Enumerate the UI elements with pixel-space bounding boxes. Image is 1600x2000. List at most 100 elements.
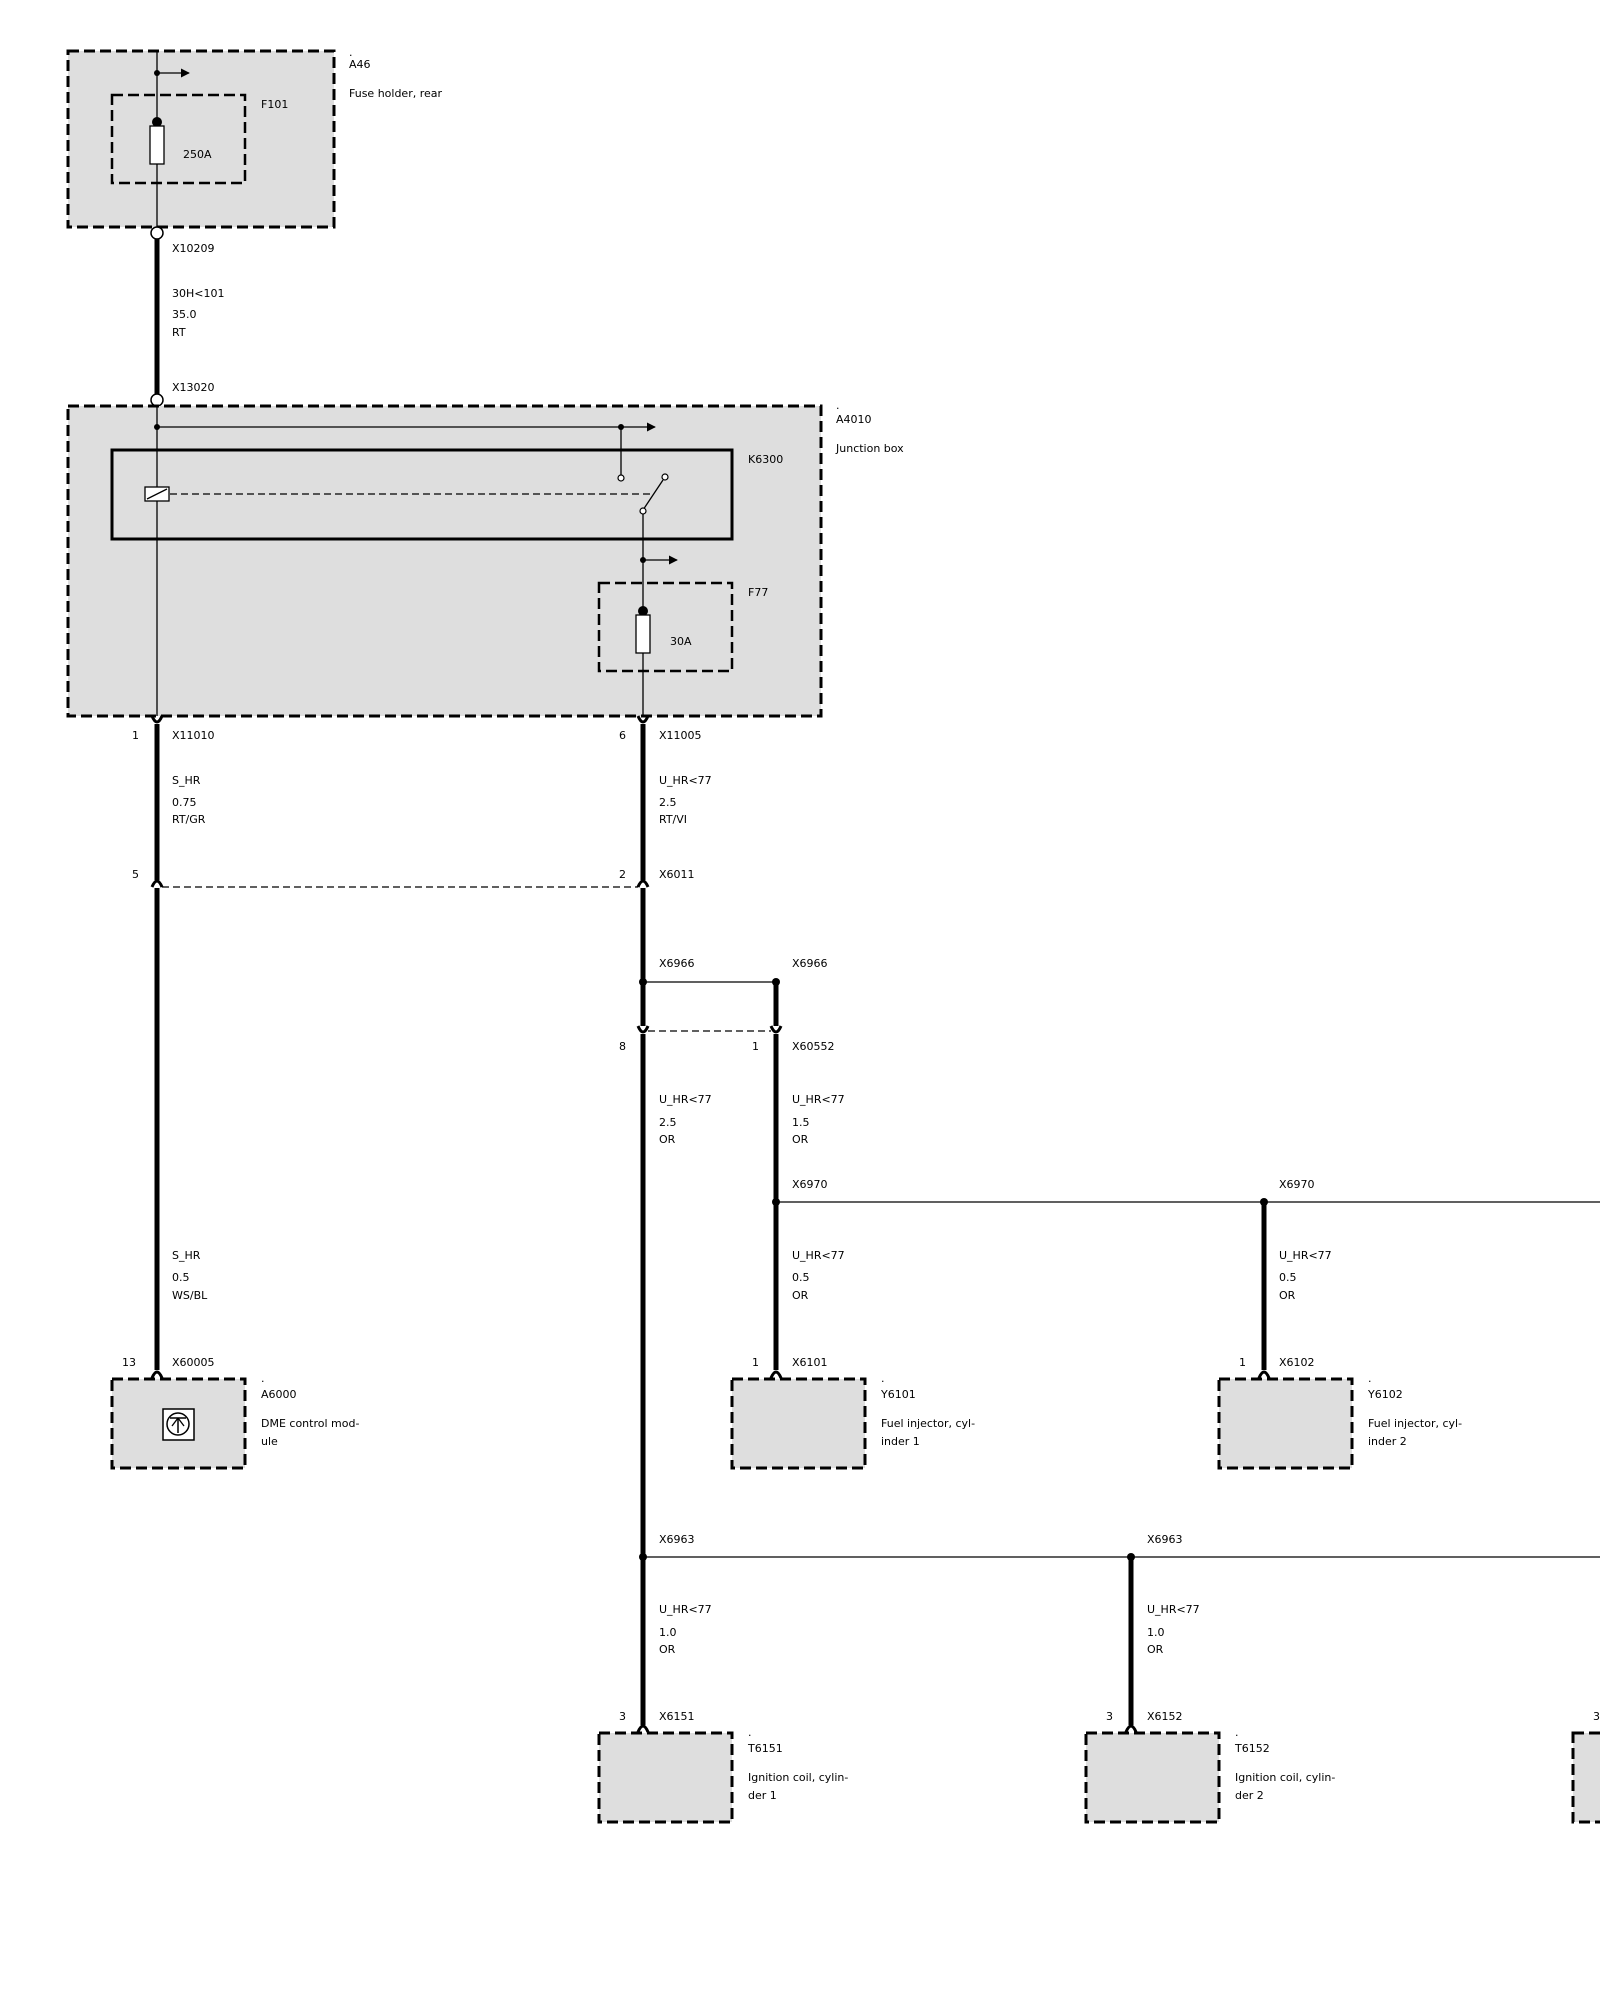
y6101-name-line2: inder 1: [881, 1435, 920, 1448]
wire-uhr2-gauge: 2.5: [659, 1116, 677, 1129]
pin-x60552-left: 8: [619, 1040, 626, 1053]
f77-rating: 30A: [670, 635, 692, 648]
a6000-name-line2: ule: [261, 1435, 278, 1448]
ignition-coil-t6151[interactable]: [597, 1731, 734, 1824]
y6102-name-line1: Fuel injector, cyl-: [1368, 1417, 1462, 1430]
a46-name: Fuse holder, rear: [349, 87, 443, 100]
wire-shr2-color: WS/BL: [172, 1289, 208, 1302]
connector-x6970-right: X6970: [1279, 1178, 1315, 1191]
a6000-name-line1: DME control mod-: [261, 1417, 359, 1430]
a4010-dot: .: [836, 399, 840, 412]
connector-x11005: X11005: [659, 729, 702, 742]
connector-x60005: X60005: [172, 1356, 215, 1369]
junction-box-a4010[interactable]: [66, 404, 823, 718]
connector-x6963-right: X6963: [1147, 1533, 1183, 1546]
connector-x11010: X11010: [172, 729, 215, 742]
connector-x6966-left: X6966: [659, 957, 695, 970]
wire-uhr7-color: OR: [1147, 1643, 1164, 1656]
pin-x60005: 13: [122, 1356, 136, 1369]
connector-x6011: X6011: [659, 868, 695, 881]
wire-shr1-gauge: 0.75: [172, 796, 197, 809]
pin-x11005: 6: [619, 729, 626, 742]
y6102-dot: .: [1368, 1372, 1372, 1385]
ignition-coil-t6152[interactable]: [1084, 1731, 1221, 1824]
connector-x6970-left: X6970: [792, 1178, 828, 1191]
pin-x6101: 1: [752, 1356, 759, 1369]
t6151-label: T6151: [747, 1742, 783, 1755]
wire-uhr1-signal: U_HR<77: [659, 774, 712, 787]
wire-uhr2-color: OR: [659, 1133, 676, 1146]
wire-uhr4-signal: U_HR<77: [792, 1249, 845, 1262]
wire-uhr4-color: OR: [792, 1289, 809, 1302]
wire-uhr3-color: OR: [792, 1133, 809, 1146]
wire-uhr6-gauge: 1.0: [659, 1626, 677, 1639]
connector-x6963-left: X6963: [659, 1533, 695, 1546]
t6152-name-line2: der 2: [1235, 1789, 1264, 1802]
wire-uhr5-color: OR: [1279, 1289, 1296, 1302]
connector-x6151: X6151: [659, 1710, 695, 1723]
connector-x6102: X6102: [1279, 1356, 1315, 1369]
wire-shr1-signal: S_HR: [172, 774, 201, 787]
pin-edge: 3: [1593, 1710, 1600, 1723]
f77-label: F77: [748, 586, 768, 599]
k6300-label: K6300: [748, 453, 783, 466]
wire-uhr5-signal: U_HR<77: [1279, 1249, 1332, 1262]
y6102-name-line2: inder 2: [1368, 1435, 1407, 1448]
t6151-name-line1: Ignition coil, cylin-: [748, 1771, 848, 1784]
wire-uhr3-signal: U_HR<77: [792, 1093, 845, 1106]
ignition-coil-partial[interactable]: [1571, 1731, 1600, 1824]
fuse-f101: [149, 51, 190, 227]
wire-shr2-signal: S_HR: [172, 1249, 201, 1262]
connector-x6101: X6101: [792, 1356, 828, 1369]
connector-x13020-node: [150, 393, 164, 407]
y6101-dot: .: [881, 1372, 885, 1385]
wire-uhr1-color: RT/VI: [659, 813, 687, 826]
y6101-label: Y6101: [880, 1388, 916, 1401]
relay-k6300: [144, 406, 678, 716]
fuse-holder-a46[interactable]: [66, 49, 336, 229]
t6152-name-line1: Ignition coil, cylin-: [1235, 1771, 1335, 1784]
connector-x13020: X13020: [172, 381, 215, 394]
wire-uhr6-color: OR: [659, 1643, 676, 1656]
wire-30h-signal: 30H<101: [172, 287, 224, 300]
wire-uhr7-gauge: 1.0: [1147, 1626, 1165, 1639]
y6102-label: Y6102: [1367, 1388, 1403, 1401]
fuel-injector-y6101[interactable]: [730, 1377, 867, 1470]
pin-x11010: 1: [132, 729, 139, 742]
wire-shr1-color: RT/GR: [172, 813, 206, 826]
a4010-name: Junction box: [835, 442, 904, 455]
connector-x10209: X10209: [172, 242, 215, 255]
t6151-name-line2: der 1: [748, 1789, 777, 1802]
connector-x6152: X6152: [1147, 1710, 1183, 1723]
wire-uhr3-gauge: 1.5: [792, 1116, 810, 1129]
dme-control-module-a6000[interactable]: [110, 1377, 247, 1470]
connector-x60552: X60552: [792, 1040, 835, 1053]
y6101-name-line1: Fuel injector, cyl-: [881, 1417, 975, 1430]
wire-uhr6-signal: U_HR<77: [659, 1603, 712, 1616]
f101-label: F101: [261, 98, 288, 111]
wire-shr2-gauge: 0.5: [172, 1271, 190, 1284]
a4010-label: A4010: [836, 413, 872, 426]
wire-uhr1-gauge: 2.5: [659, 796, 677, 809]
pin-x6152: 3: [1106, 1710, 1113, 1723]
wire-30h-color: RT: [172, 326, 186, 339]
connector-x6966-right: X6966: [792, 957, 828, 970]
fuel-injector-y6102[interactable]: [1217, 1377, 1354, 1470]
a46-label: A46: [349, 58, 371, 71]
pin-x6011-left: 5: [132, 868, 139, 881]
wire-uhr2-signal: U_HR<77: [659, 1093, 712, 1106]
pin-x6011-right: 2: [619, 868, 626, 881]
pin-x6102: 1: [1239, 1356, 1246, 1369]
wire-harness: [150, 715, 1600, 1733]
pin-x6151: 3: [619, 1710, 626, 1723]
wire-30h-gauge: 35.0: [172, 308, 197, 321]
connector-x10209-node: [150, 226, 164, 240]
t6151-dot: .: [748, 1726, 752, 1739]
t6152-dot: .: [1235, 1726, 1239, 1739]
pin-x60552-right: 1: [752, 1040, 759, 1053]
wire-uhr7-signal: U_HR<77: [1147, 1603, 1200, 1616]
f101-rating: 250A: [183, 148, 212, 161]
a46-dot: .: [349, 46, 353, 59]
t6152-label: T6152: [1234, 1742, 1270, 1755]
